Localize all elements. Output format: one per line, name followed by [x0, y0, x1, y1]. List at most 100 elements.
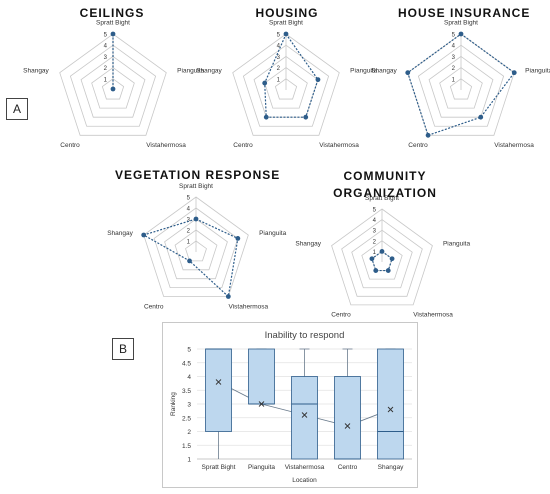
- boxplot-box: [334, 376, 361, 460]
- radar-tick-label: 3: [373, 229, 377, 235]
- radar-point: [110, 86, 116, 92]
- radar-title-line-1: COMMUNITY: [343, 169, 427, 183]
- radar-axis-label: Spratt Bight: [444, 20, 478, 27]
- boxplot-mean-marker: [301, 412, 308, 418]
- radar-tick-label: 1: [452, 77, 456, 83]
- radar-point: [458, 31, 464, 37]
- radar-axis-label: Pianguita: [443, 240, 470, 247]
- boxplot-ytick-label: 3.5: [182, 388, 191, 395]
- radar-axis-label: Centro: [408, 142, 428, 149]
- boxplot-ytick-label: 4.5: [182, 360, 191, 367]
- radar-point: [141, 232, 147, 238]
- radar-title-housing: HOUSING: [255, 6, 319, 20]
- boxplot-category-label: Shangay: [378, 464, 404, 471]
- radar-tick-label: 2: [187, 229, 191, 235]
- boxplot-title: Inability to respond: [265, 330, 345, 341]
- radar-grid-ring: [174, 229, 218, 271]
- radar-tick-label: 5: [104, 33, 108, 39]
- radar-grid-ring: [80, 55, 146, 118]
- radar-axis-label: Vistahermosa: [319, 142, 359, 149]
- radar-tick-label: 5: [452, 33, 456, 39]
- radar-grid-ring: [242, 44, 330, 127]
- radar-axis-label: Pianguita: [177, 67, 204, 74]
- radar-tick-label: 3: [277, 55, 281, 61]
- radar-tick-label: 3: [187, 218, 191, 224]
- radar-grid-ring: [164, 218, 228, 280]
- radar-tick-label: 1: [277, 77, 281, 83]
- radar-grid-ring: [91, 67, 135, 109]
- radar-tick-label: 2: [373, 239, 377, 245]
- boxplot-ytick-label: 2: [187, 429, 191, 436]
- radar-grid-ring: [59, 33, 167, 136]
- boxplot-frame: [162, 322, 418, 488]
- radar-grid-ring: [185, 240, 207, 262]
- radar-grid-ring: [449, 78, 473, 100]
- radar-point: [110, 31, 116, 37]
- boxplot-ytick-label: 2.5: [182, 415, 191, 422]
- radar-axis-label: Spratt Bight: [365, 195, 399, 202]
- boxplot-box: [291, 376, 318, 460]
- radar-grid-ring: [351, 229, 413, 289]
- panel-label-b: B: [112, 338, 134, 360]
- radar-axis-label: Spratt Bight: [269, 20, 303, 27]
- radar-grid-ring: [361, 240, 403, 280]
- panel-label-a: A: [6, 98, 28, 120]
- radar-grid-ring: [232, 33, 340, 136]
- radar-grid-ring: [69, 44, 157, 127]
- radar-point: [315, 77, 321, 83]
- radar-tick-label: 1: [373, 250, 377, 256]
- radar-grid-ring: [143, 196, 249, 297]
- radar-tick-label: 4: [187, 207, 191, 213]
- radar-axis-label: Shangay: [295, 240, 321, 247]
- radar-title-community-organization: COMMUNITY ORGANIZATION: [320, 168, 450, 202]
- radar-axis-label: Centro: [60, 142, 80, 149]
- radar-grid-ring: [264, 67, 308, 109]
- radar-series-line: [142, 218, 239, 298]
- radar-tick-label: 4: [373, 218, 377, 224]
- boxplot-category-label: Spratt Bight: [202, 464, 236, 471]
- radar-tick-label: 2: [104, 66, 108, 72]
- radar-axis-label: Centro: [144, 303, 164, 310]
- radar-point: [187, 258, 192, 264]
- radar-grid-ring: [253, 55, 319, 118]
- radar-axis-label: Vistahermosa: [494, 142, 534, 149]
- radar-tick-label: 2: [452, 66, 456, 72]
- radar-grid-ring: [101, 78, 125, 100]
- radar-grid-ring: [428, 55, 494, 118]
- radar-tick-label: 1: [187, 240, 191, 246]
- radar-axis-label: Shangay: [107, 230, 133, 237]
- radar-point: [379, 249, 385, 254]
- radar-tick-label: 4: [452, 44, 456, 50]
- radar-axis-label: Pianguita: [259, 230, 286, 237]
- radar-point: [385, 268, 391, 273]
- radar-title-house-insurance: HOUSE INSURANCE: [398, 6, 531, 20]
- radar-point: [235, 236, 241, 241]
- radar-point: [369, 256, 375, 262]
- radar-point: [405, 70, 411, 76]
- radar-tick-label: 3: [452, 55, 456, 61]
- radar-point: [389, 256, 395, 262]
- radar-tick-label: 1: [104, 77, 108, 83]
- radar-axis-label: Spratt Bight: [96, 20, 130, 27]
- radar-axis-label: Shangay: [371, 67, 397, 74]
- boxplot-mean-marker: [344, 423, 351, 429]
- radar-grid-ring: [439, 67, 483, 109]
- radar-point: [478, 114, 484, 120]
- radar-axis-label: Shangay: [23, 67, 49, 74]
- radar-grid-ring: [417, 44, 505, 127]
- radar-point: [303, 114, 309, 120]
- radar-tick-label: 2: [277, 66, 281, 72]
- boxplot-xlabel: Location: [292, 477, 317, 484]
- boxplot-box: [248, 348, 275, 405]
- boxplot-category-label: Pianguita: [248, 464, 275, 471]
- radar-grid-ring: [331, 208, 433, 306]
- radar-point: [262, 80, 268, 86]
- radar-axis-label: Shangay: [196, 67, 222, 74]
